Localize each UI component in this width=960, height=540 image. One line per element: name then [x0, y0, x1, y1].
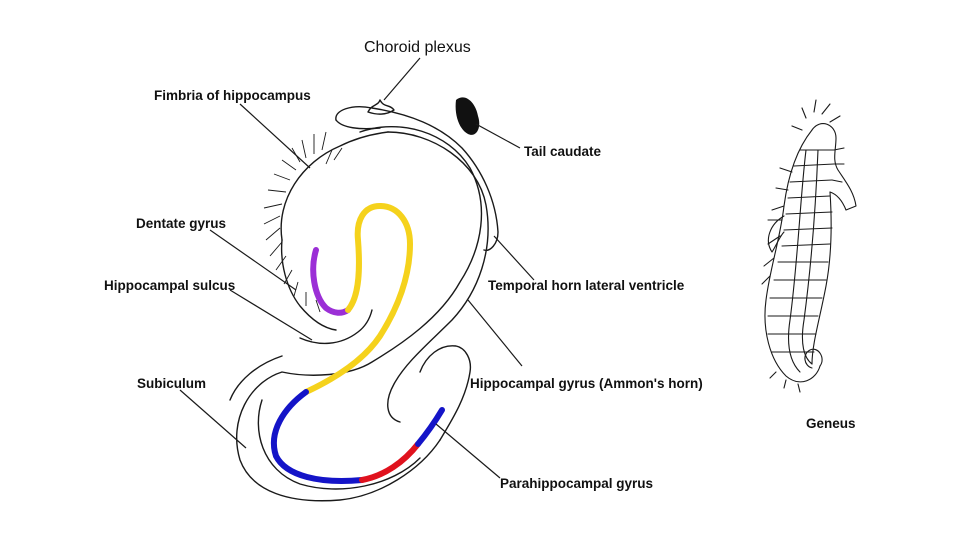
parahippocampal-blue-segment	[415, 407, 445, 447]
parahippocampal-red-segment	[359, 441, 421, 483]
leader-hippocampal-sulcus	[229, 289, 313, 341]
tail-caudate-shape	[455, 97, 480, 135]
label-parahippocampal: Parahippocampal gyrus	[500, 476, 653, 491]
leader-dentate-gyrus	[209, 229, 297, 291]
label-fimbria: Fimbria of hippocampus	[154, 88, 311, 103]
label-temporal-horn: Temporal horn lateral ventricle	[488, 278, 685, 293]
leader-lines	[179, 57, 535, 479]
seahorse-drawing	[761, 99, 857, 393]
label-seahorse-caption: Geneus	[806, 416, 856, 431]
leader-temporal-horn	[493, 235, 535, 281]
label-hippocampal-gyrus: Hippocampal gyrus (Ammon's horn)	[470, 376, 703, 391]
dentate-gyrus-segment	[310, 247, 351, 316]
label-subiculum: Subiculum	[137, 376, 206, 391]
label-tail-caudate: Tail caudate	[524, 144, 602, 159]
ammons-horn-segment	[303, 203, 413, 395]
labels: Choroid plexus Fimbria of hippocampus Ta…	[104, 39, 856, 491]
colored-layers	[270, 203, 445, 484]
choroid-plexus-shape	[367, 99, 395, 115]
leader-fimbria	[239, 103, 311, 169]
label-hippocampal-sulcus: Hippocampal sulcus	[104, 278, 235, 293]
subiculum-segment	[270, 389, 365, 484]
label-dentate-gyrus: Dentate gyrus	[136, 216, 226, 231]
leader-hippocampal-gyrus	[467, 299, 523, 367]
fimbria-fibers	[263, 131, 343, 313]
leader-subiculum	[179, 389, 247, 449]
leader-parahippocampal	[435, 423, 501, 479]
leader-tail-caudate	[475, 123, 521, 149]
leader-choroid-plexus	[383, 57, 421, 101]
label-choroid-plexus: Choroid plexus	[364, 39, 471, 56]
